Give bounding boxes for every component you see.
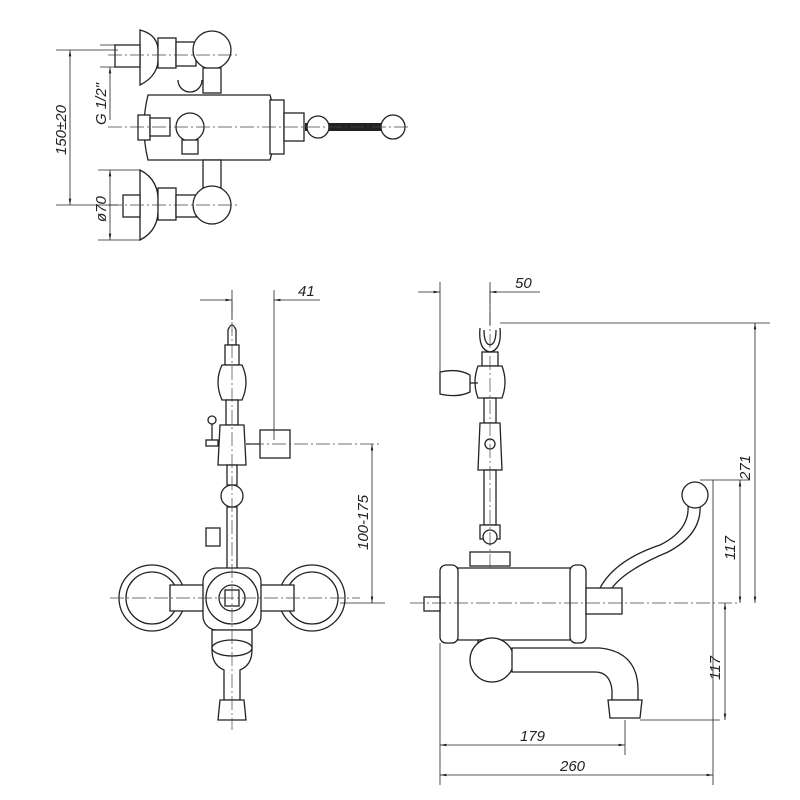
dim-spout-reach: 179 <box>520 728 546 745</box>
dim-lever-height: 117 <box>722 535 739 560</box>
top-view: 150±20 G 1/2" ø70 <box>53 29 410 242</box>
side-view: 50 271 117 117 179 260 <box>410 275 770 785</box>
dim-total-depth: 260 <box>559 758 586 775</box>
dim-offset: 41 <box>298 283 315 300</box>
dim-holder-offset: 50 <box>515 275 532 292</box>
dim-total-height: 271 <box>737 455 754 481</box>
dim-diameter: ø70 <box>93 195 110 222</box>
front-view: 41 100-175 <box>110 283 385 730</box>
dim-spacing: 150±20 <box>53 104 70 155</box>
dim-height-range: 100-175 <box>355 494 372 550</box>
dim-thread: G 1/2" <box>93 82 110 125</box>
dim-spout-drop: 117 <box>707 655 724 680</box>
